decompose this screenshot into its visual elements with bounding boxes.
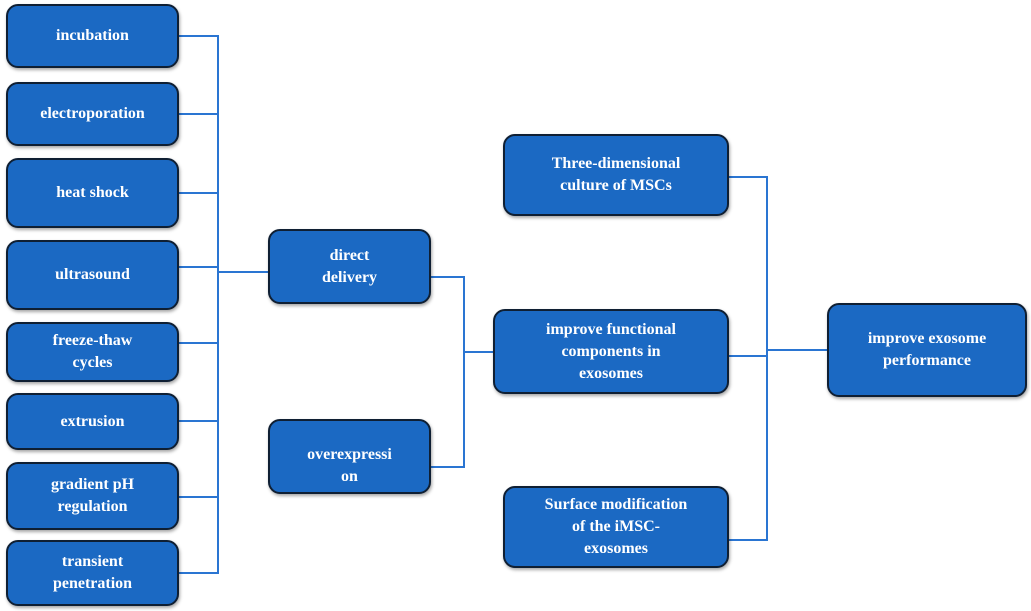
electroporation-label: electroporation [40, 105, 145, 122]
electroporation-box: electroporation [6, 82, 179, 146]
incubation-label: incubation [56, 27, 129, 44]
transient-penetration-label: transient penetration [52, 553, 133, 592]
heat-shock-label: heat shock [56, 184, 129, 201]
surface-modification-label: Surface modification of the iMSC- exosom… [544, 496, 688, 557]
transient-penetration-box: transient penetration [6, 540, 179, 606]
ultrasound-label: ultrasound [55, 266, 130, 283]
heat-shock-box: heat shock [6, 158, 179, 228]
overexpression-box: overexpressi on [268, 419, 431, 494]
improve-functional-components-box: improve functional components in exosome… [493, 309, 729, 394]
freeze-thaw-box: freeze-thaw cycles [6, 322, 179, 382]
extrusion-box: extrusion [6, 393, 179, 450]
three-dimensional-culture-label: Three-dimensional culture of MSCs [551, 155, 681, 194]
three-dimensional-culture-box: Three-dimensional culture of MSCs [503, 134, 729, 216]
extrusion-label: extrusion [60, 412, 125, 430]
connector-methods-bracket [177, 35, 219, 574]
improve-exosome-performance-box: improve exosome performance [827, 303, 1027, 397]
ultrasound-box: ultrasound [6, 240, 179, 310]
incubation-box: incubation [6, 4, 179, 68]
gradient-ph-label: gradient pH regulation [50, 476, 135, 515]
improve-functional-components-label: improve functional components in exosome… [546, 320, 676, 382]
direct-delivery-label: direct delivery [321, 246, 378, 286]
surface-modification-box: Surface modification of the iMSC- exosom… [503, 486, 729, 568]
connector-delivery-bracket [429, 276, 465, 468]
improve-exosome-performance-label: improve exosome performance [867, 330, 987, 369]
gradient-ph-box: gradient pH regulation [6, 462, 179, 530]
direct-delivery-box: direct delivery [268, 229, 431, 304]
connector-right-bracket [727, 176, 768, 541]
freeze-thaw-label: freeze-thaw cycles [52, 332, 133, 371]
overexpression-label: overexpressi on [307, 445, 392, 485]
